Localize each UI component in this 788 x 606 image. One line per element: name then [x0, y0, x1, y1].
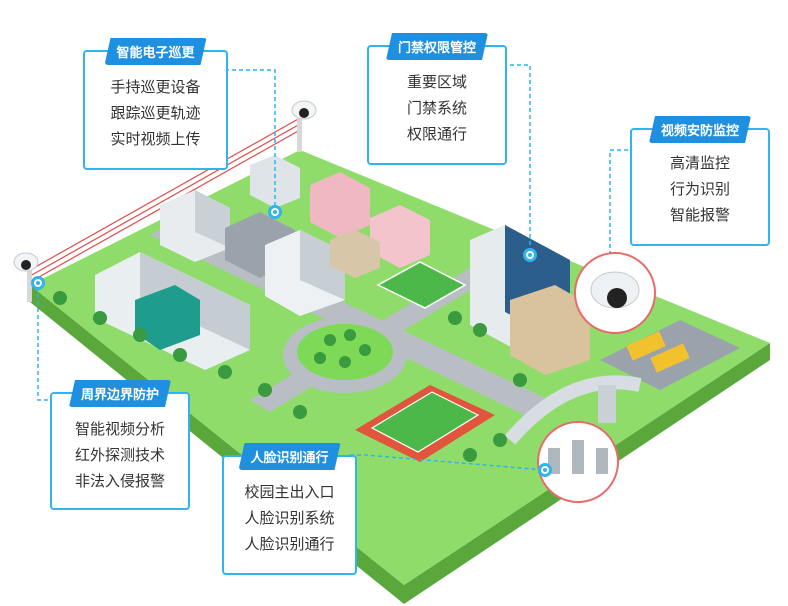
patrol-item: 跟踪巡更轨迹: [110, 104, 201, 122]
access-item: 重要区域: [406, 73, 467, 91]
fence-post-right: [297, 112, 302, 152]
campus-base-side: [30, 285, 770, 604]
pin-face: [538, 463, 552, 477]
card-title-patrol: 智能电子巡更: [104, 38, 206, 65]
gate-zoom-circle: [537, 421, 619, 503]
card-title-face: 人脸识别通行: [238, 443, 340, 470]
dome-camera-left: [13, 252, 39, 272]
patrol-item: 手持巡更设备: [110, 78, 201, 96]
card-title-perimeter: 周界边界防护: [69, 380, 171, 407]
card-perimeter: 周界边界防护 智能视频分析 红外探测技术 非法入侵报警: [50, 392, 190, 510]
card-access-control: 门禁权限管控 重要区域 门禁系统 权限通行: [367, 45, 507, 165]
pin-perimeter: [31, 276, 45, 290]
pin-patrol: [268, 205, 282, 219]
gate-pillar: [598, 385, 616, 423]
dome-camera-top: [291, 100, 317, 120]
face-item: 人脸识别通行: [244, 535, 335, 553]
access-item: 权限通行: [406, 125, 467, 143]
card-smart-patrol: 智能电子巡更 手持巡更设备 跟踪巡更轨迹 实时视频上传: [83, 50, 228, 170]
face-item: 校园主出入口: [244, 483, 335, 501]
perimeter-item: 非法入侵报警: [74, 472, 165, 490]
roundabout-garden: [297, 324, 393, 380]
card-face-recognition: 人脸识别通行 校园主出入口 人脸识别系统 人脸识别通行: [222, 455, 357, 575]
face-item: 人脸识别系统: [244, 509, 335, 527]
school-bus-2: [650, 343, 690, 373]
camera-zoom-circle: [574, 252, 656, 334]
school-bus-1: [626, 331, 666, 361]
video-item: 行为识别: [669, 180, 730, 198]
main-gate-arch: [504, 375, 642, 445]
trees: [53, 291, 527, 462]
video-item: 智能报警: [669, 206, 730, 224]
card-title-access: 门禁权限管控: [386, 33, 488, 60]
perimeter-item: 红外探测技术: [74, 446, 165, 464]
dormitory-buildings: [160, 155, 430, 316]
card-title-video: 视频安防监控: [649, 116, 751, 143]
teaching-building: [470, 225, 590, 375]
library-building: [95, 252, 250, 370]
perimeter-item: 智能视频分析: [74, 420, 165, 438]
connector-lines: [37, 64, 628, 471]
patrol-item: 实时视频上传: [110, 130, 201, 148]
football-pitch: [376, 261, 467, 309]
video-item: 高清监控: [669, 154, 730, 172]
card-video-security: 视频安防监控 高清监控 行为识别 智能报警: [630, 128, 770, 246]
fence-post-left: [27, 262, 32, 302]
running-track: [355, 385, 495, 462]
access-item: 门禁系统: [406, 99, 467, 117]
pin-access: [523, 248, 537, 262]
